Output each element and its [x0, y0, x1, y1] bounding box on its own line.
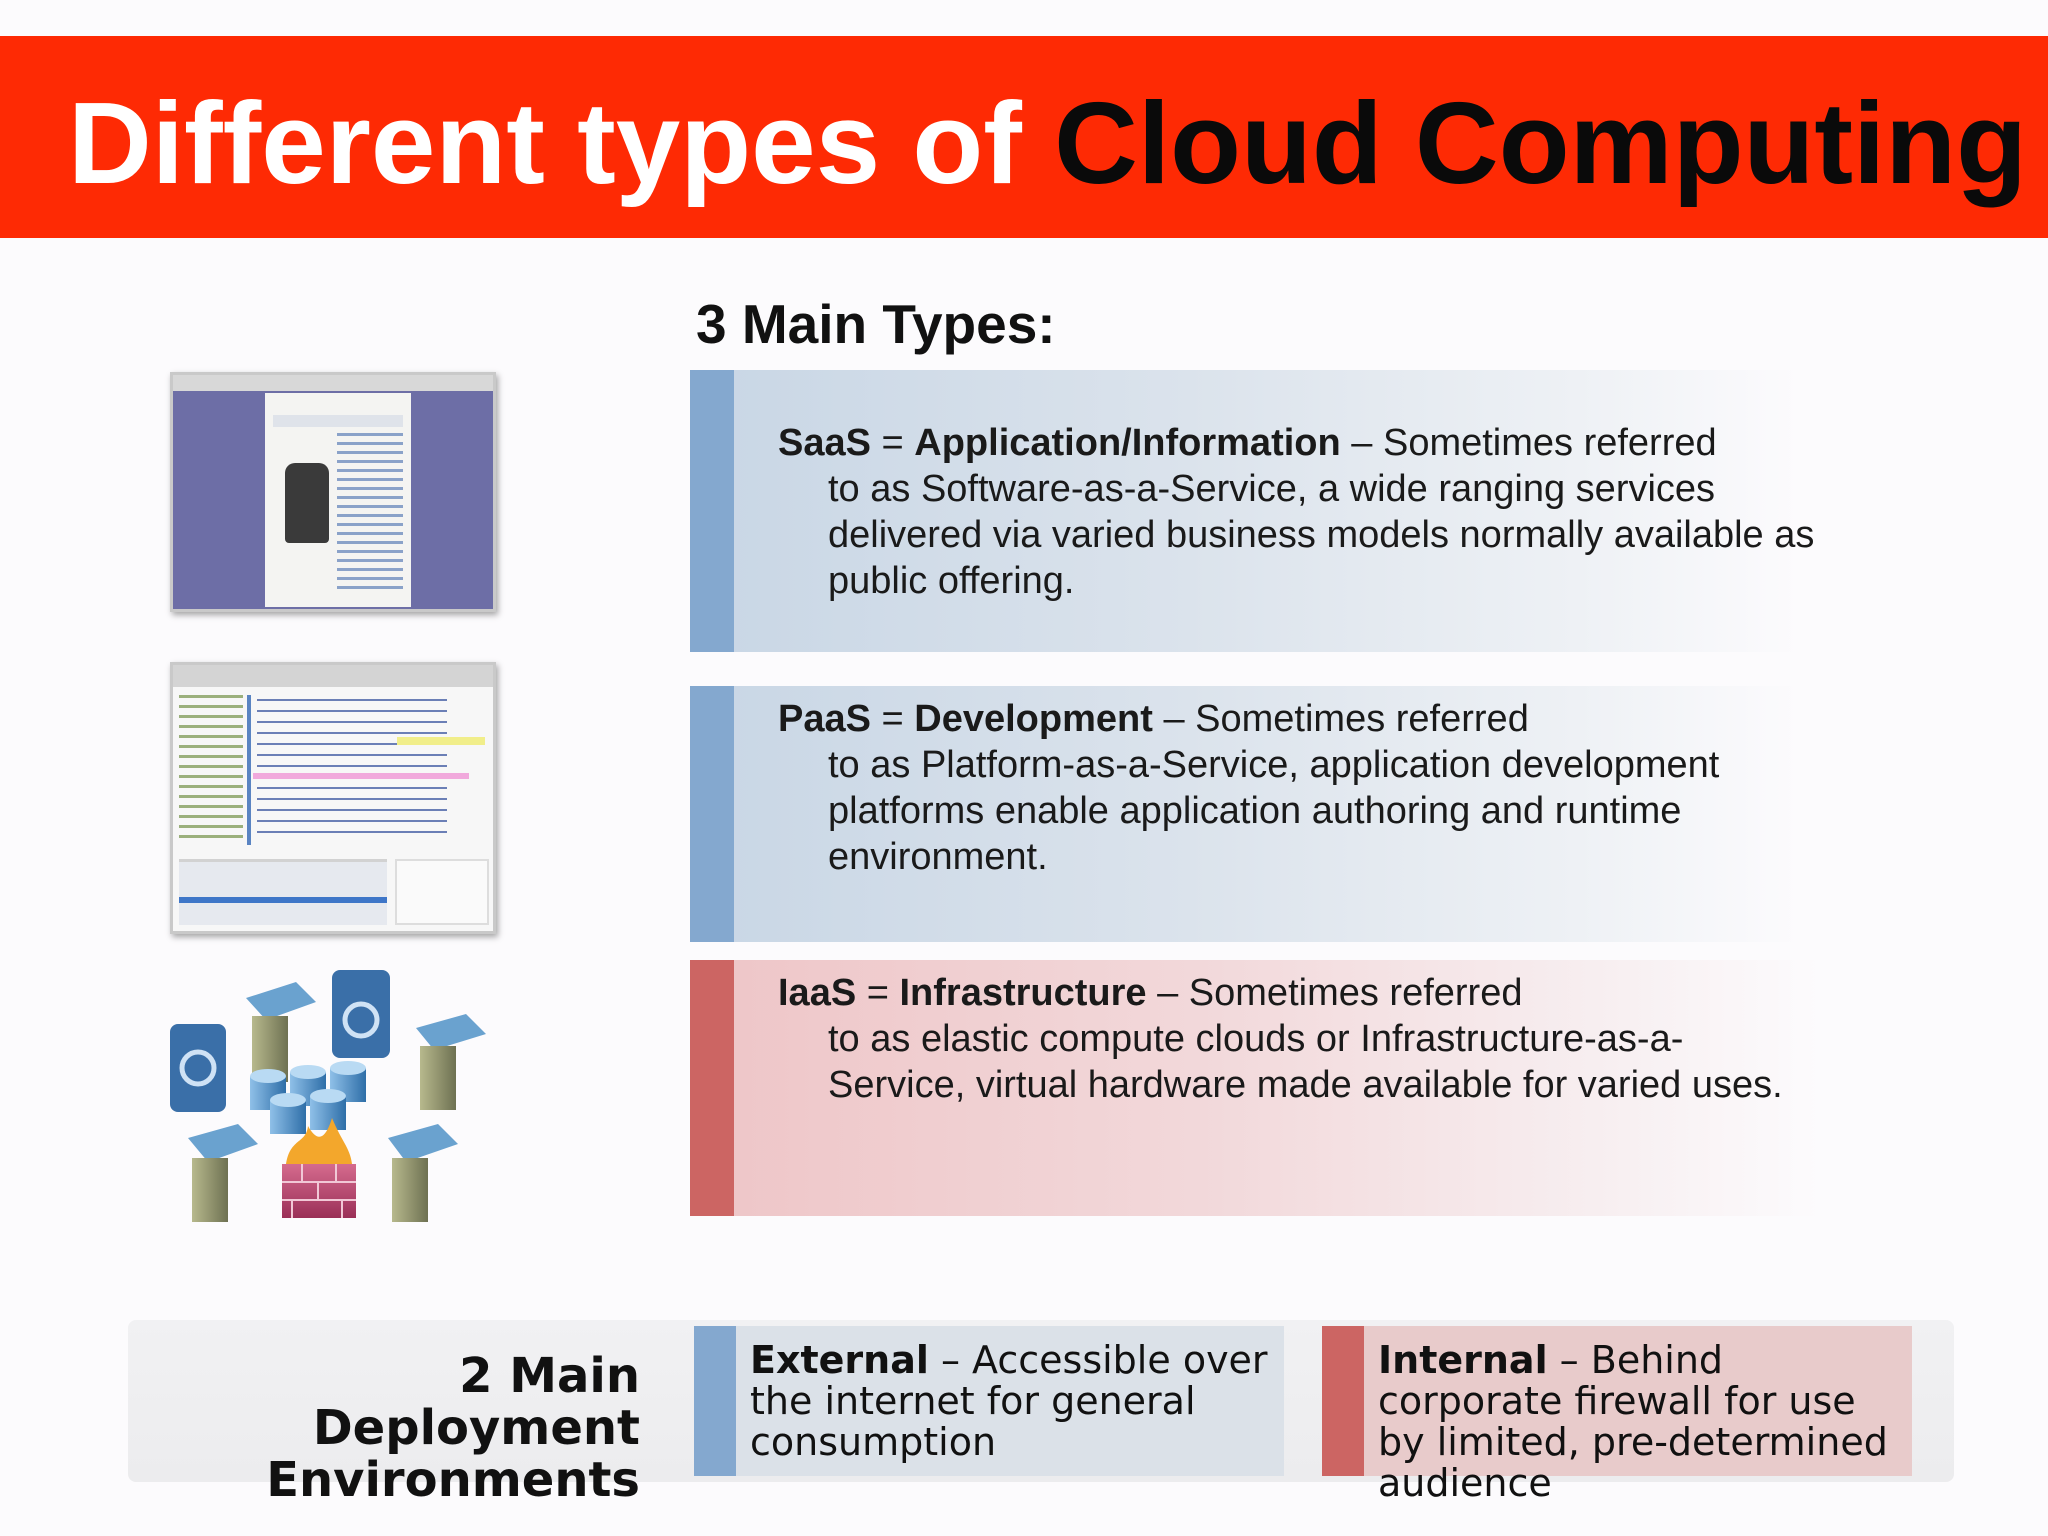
type-lead-rest: – Sometimes referred — [1152, 698, 1529, 740]
type-accent-bar — [690, 960, 734, 1216]
browser-toolbar — [173, 375, 493, 391]
title-part-1: Different types of — [68, 78, 1055, 208]
deployment-internal: Internal – Behind corporate firewall for… — [1322, 1326, 1912, 1504]
infrastructure-servers-icon — [170, 970, 486, 1222]
ide-side-panel — [395, 859, 489, 925]
type-lead: SaaS = Application/Information – Sometim… — [778, 420, 1818, 466]
ide-selection — [179, 897, 387, 903]
deployment-description: – Behind corporate firewall for use by l… — [1378, 1338, 1888, 1505]
type-accent-bar — [690, 370, 734, 652]
type-equals: = — [870, 422, 915, 464]
server-4 — [388, 1124, 458, 1222]
ide-project-tree — [179, 695, 243, 845]
appliance-badge-top — [332, 970, 390, 1058]
ide-code-editor — [257, 699, 447, 839]
link-list — [337, 433, 403, 593]
ide-divider — [247, 695, 251, 845]
browser-screenshot-icon — [170, 372, 496, 612]
type-box-iaas: IaaS = Infrastructure – Sometimes referr… — [690, 960, 1820, 1216]
deployment-description: – Accessible over the internet for gener… — [750, 1338, 1268, 1464]
type-text-paas: PaaS = Development – Sometimes referred … — [778, 696, 1818, 880]
type-text-saas: SaaS = Application/Information – Sometim… — [778, 420, 1818, 604]
type-description: to as Platform-as-a-Service, application… — [828, 744, 1720, 878]
ide-highlight-pink — [253, 773, 469, 779]
type-equals: = — [856, 972, 900, 1014]
type-name: Development — [914, 698, 1153, 740]
deployment-heading: 2 Main Deployment Environments — [266, 1348, 640, 1508]
product-figure — [285, 463, 329, 543]
type-text-iaas: IaaS = Infrastructure – Sometimes referr… — [778, 970, 1818, 1108]
web-page — [265, 393, 411, 607]
deployment-accent-bar — [1322, 1326, 1364, 1476]
type-lead-rest: – Sometimes referred — [1146, 972, 1523, 1014]
server-2 — [416, 1014, 486, 1110]
ide-console — [179, 859, 387, 925]
type-abbr: PaaS — [778, 698, 871, 740]
type-description: to as Software-as-a-Service, a wide rang… — [828, 468, 1815, 602]
deployment-accent-bar — [694, 1326, 736, 1476]
slide-title: Different types of Cloud Computing — [68, 78, 2027, 208]
server-3 — [188, 1124, 258, 1222]
ide-highlight-yellow — [397, 737, 485, 745]
type-name: Application/Information — [914, 422, 1341, 464]
type-lead: IaaS = Infrastructure – Sometimes referr… — [778, 970, 1818, 1016]
types-heading: 3 Main Types: — [696, 293, 1056, 355]
type-lead-rest: – Sometimes referred — [1340, 422, 1717, 464]
firewall-icon — [282, 1118, 356, 1218]
type-lead: PaaS = Development – Sometimes referred — [778, 696, 1818, 742]
title-banner — [0, 36, 2048, 238]
web-page-header — [273, 415, 403, 427]
deployment-internal-text: Internal – Behind corporate firewall for… — [1378, 1340, 1898, 1504]
deployment-label: External — [750, 1338, 929, 1382]
type-abbr: IaaS — [778, 972, 857, 1014]
type-box-paas: PaaS = Development – Sometimes referred … — [690, 686, 1800, 942]
appliance-badge-left — [170, 1024, 226, 1112]
deployment-label: Internal — [1378, 1338, 1548, 1382]
type-box-saas: SaaS = Application/Information – Sometim… — [690, 370, 1814, 652]
ide-toolbar — [173, 665, 493, 687]
type-accent-bar — [690, 686, 734, 942]
type-equals: = — [870, 698, 915, 740]
type-abbr: SaaS — [778, 422, 871, 464]
ide-screenshot-icon — [170, 662, 496, 934]
title-part-2: Cloud Computing — [1054, 78, 2027, 208]
type-name: Infrastructure — [899, 972, 1147, 1014]
deployment-external: External – Accessible over the internet … — [694, 1326, 1284, 1476]
database-cluster — [250, 1061, 366, 1134]
type-description: to as elastic compute clouds or Infrastr… — [828, 1018, 1783, 1106]
deployment-external-text: External – Accessible over the internet … — [750, 1340, 1270, 1463]
